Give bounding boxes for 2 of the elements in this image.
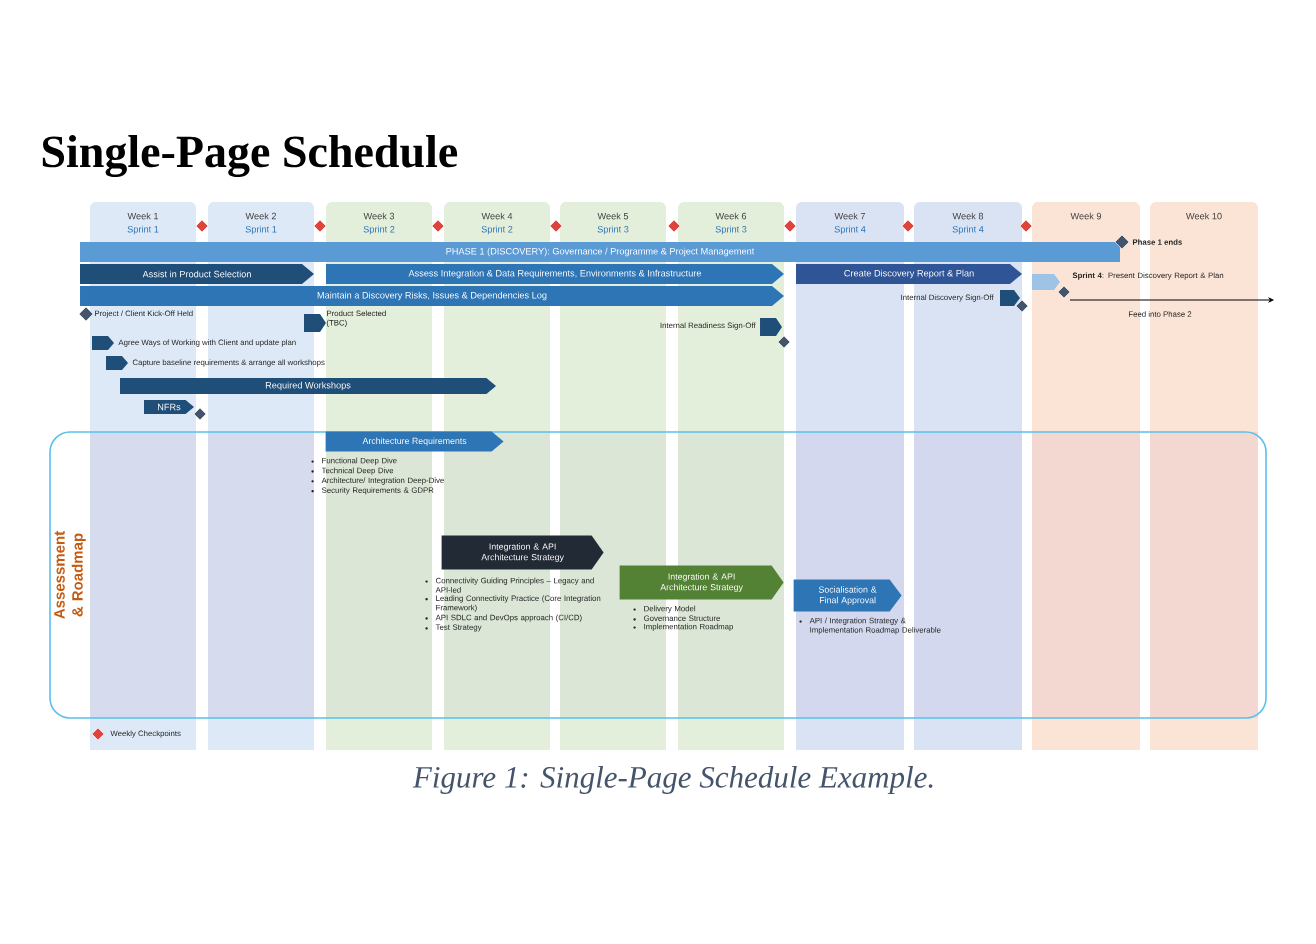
title: Single-Page Schedule [42, 134, 458, 178]
caption: Figure 1: Single-Page Schedule Example. [412, 765, 933, 795]
